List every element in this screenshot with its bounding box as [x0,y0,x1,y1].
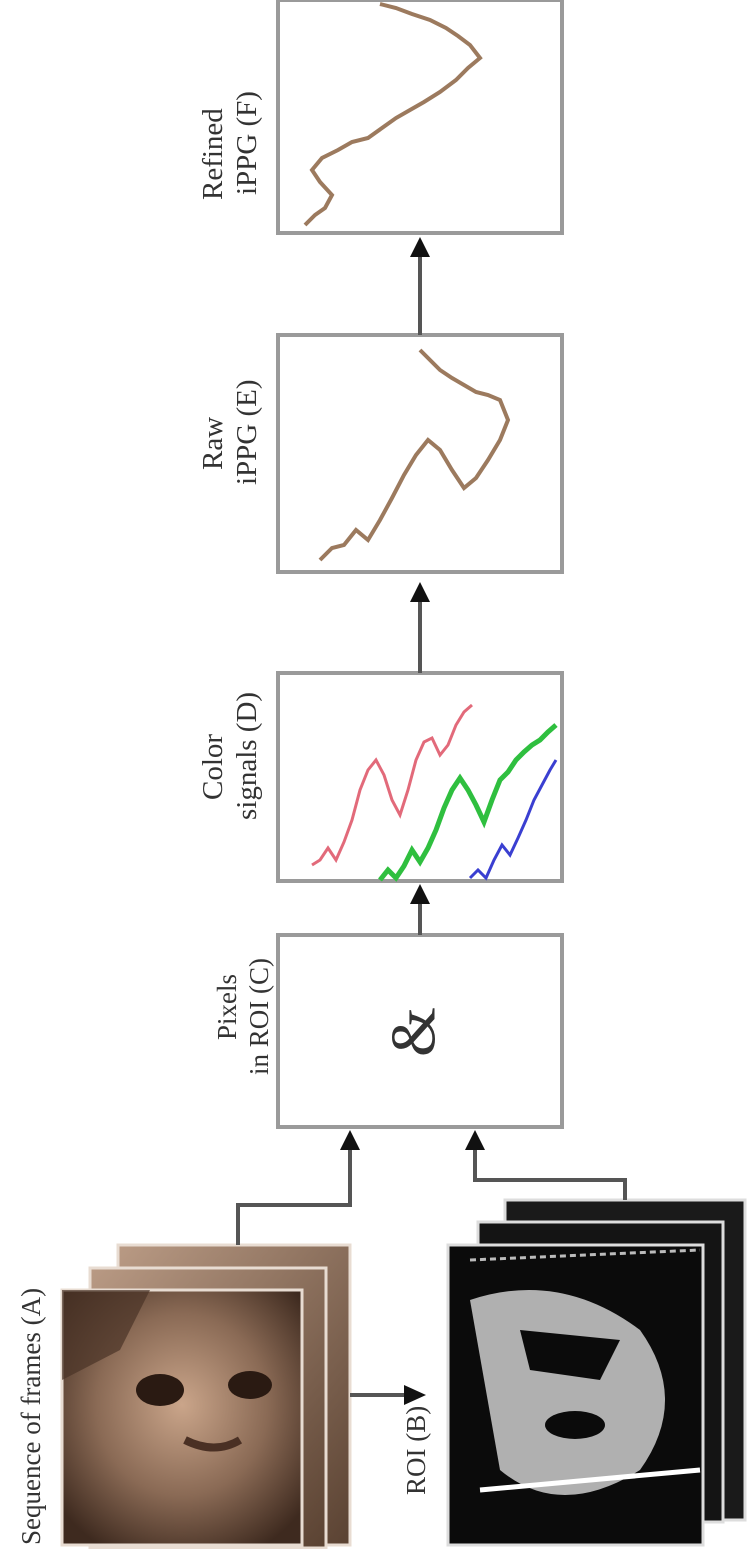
pixels-label-line1: Pixels [212,974,242,1040]
raw-ippg-line [318,348,511,562]
blue-signal-line [468,759,558,881]
color-signals-box [276,671,564,883]
roi-mask-stack [446,1198,747,1547]
pixels-label-line2: in ROI (C) [244,958,274,1075]
refined-ippg-box [276,0,564,235]
color-label-line2: signals (D) [231,692,263,820]
refined-label-line1: Refined [197,108,229,200]
frames-image-stack [60,1243,352,1549]
arrow-e-to-f [410,237,430,257]
and-symbol: & [378,1007,449,1057]
arrow-a-to-c [340,1130,360,1150]
refined-ippg-line [303,2,483,227]
arrow-d-to-e [410,582,430,602]
raw-ippg-box [276,333,564,574]
refined-label-line2: iPPG (F) [231,91,263,195]
face-eye-icon [136,1374,184,1406]
arrow-c-to-d [410,884,430,904]
raw-label-line1: Raw [197,417,229,470]
arrow-a-to-b [404,1385,426,1405]
pixels-in-roi-box: & [276,933,564,1129]
color-label-line1: Color [197,734,229,800]
face-eye-icon [228,1371,272,1399]
green-signal-line [378,723,558,882]
roi-label: ROI (B) [401,1406,431,1495]
frames-label: Sequence of frames (A) [16,1288,46,1545]
red-signal-line [311,703,473,867]
raw-label-line2: iPPG (E) [231,379,263,485]
arrow-b-to-c [465,1130,485,1150]
